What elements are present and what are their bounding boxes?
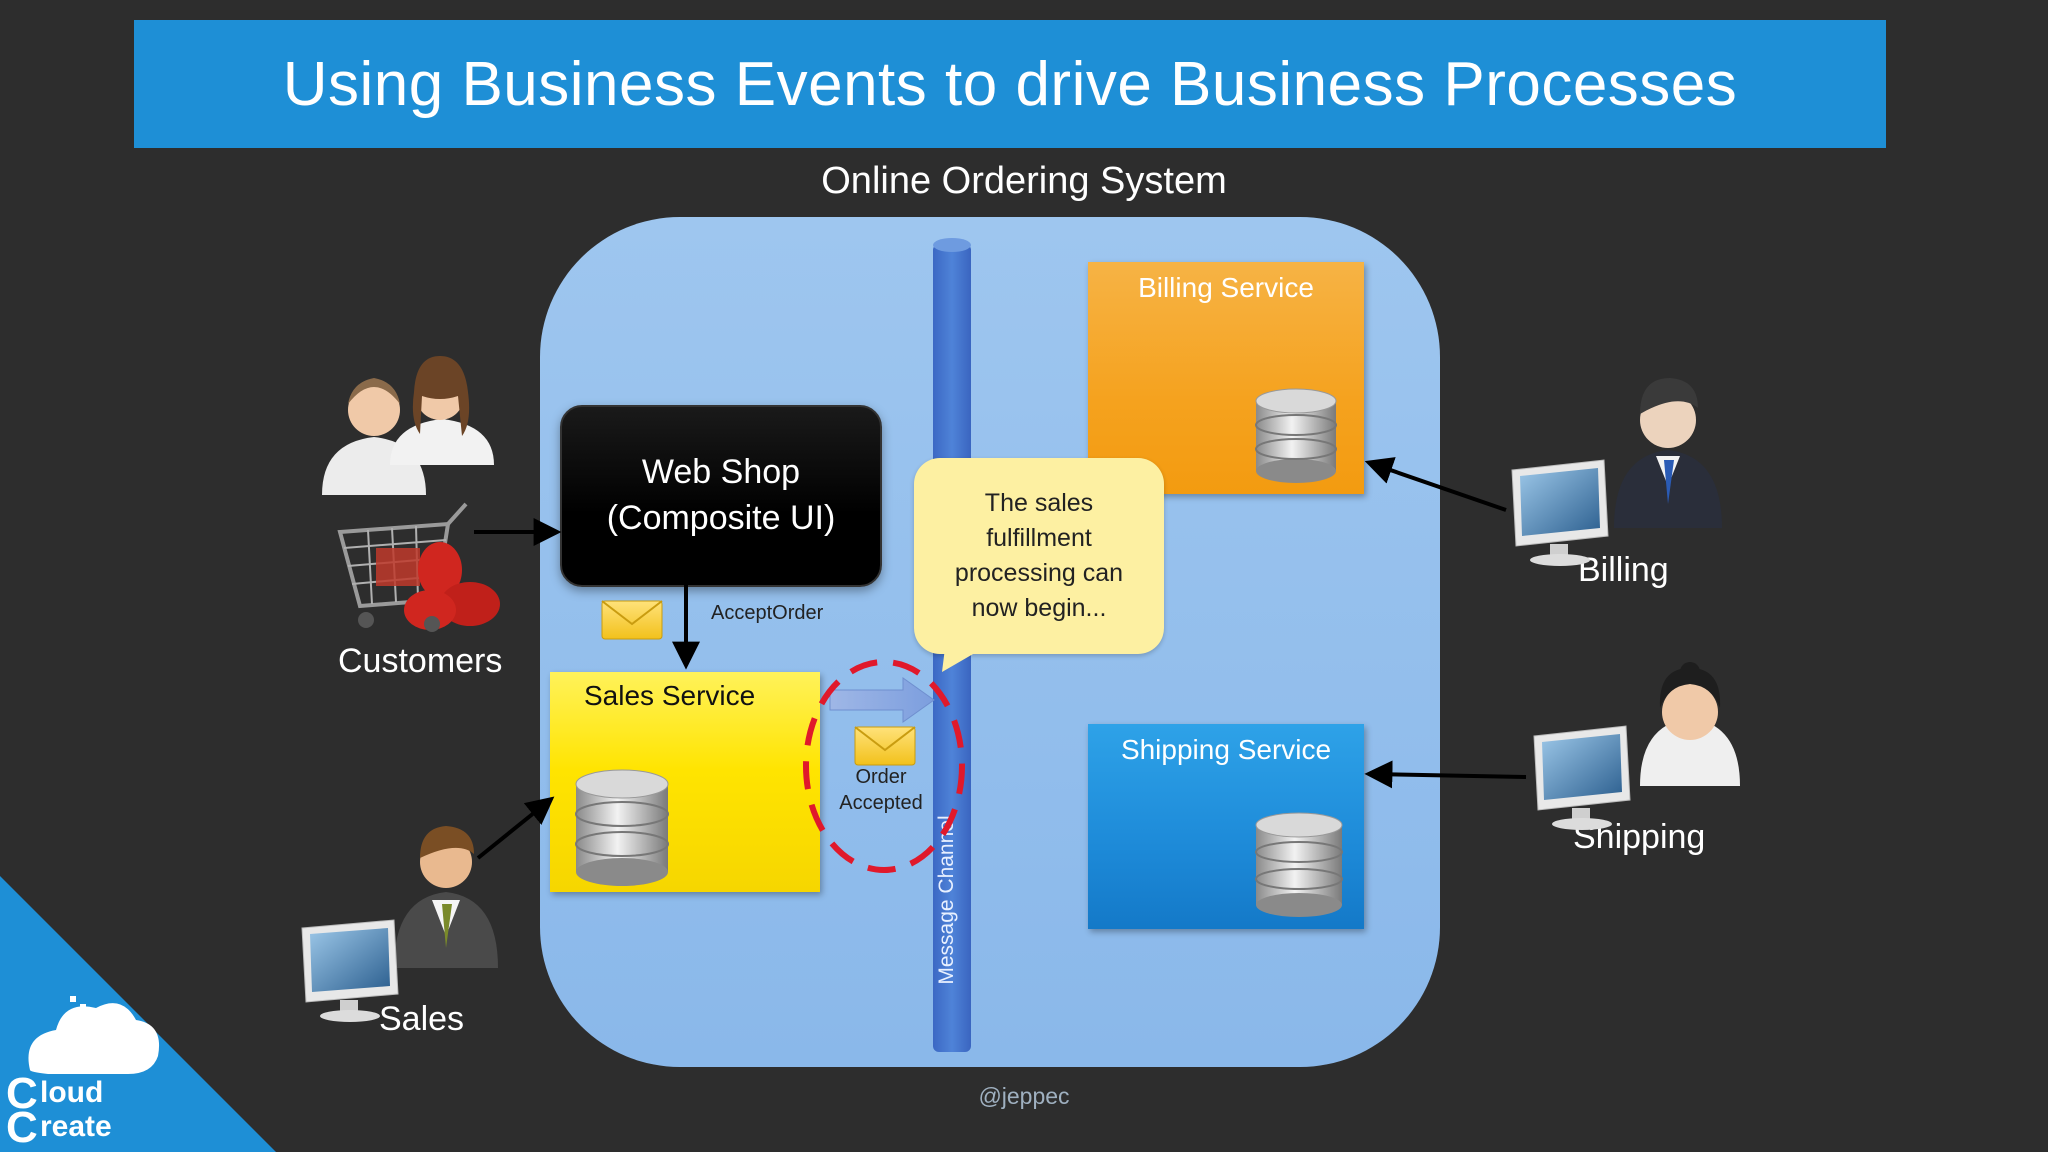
callout-tail bbox=[942, 640, 980, 672]
accept-order-label: AcceptOrder bbox=[711, 602, 824, 624]
footer-handle: @jeppec bbox=[978, 1083, 1070, 1109]
billing-service-label: Billing Service bbox=[1138, 272, 1314, 303]
billing-database-icon bbox=[1255, 388, 1337, 483]
accept-order-envelope-icon bbox=[601, 600, 663, 640]
diagram-subtitle: Online Ordering System bbox=[821, 160, 1227, 202]
shipping-service-label: Shipping Service bbox=[1120, 734, 1332, 765]
billing-person-icon bbox=[1614, 378, 1722, 528]
shopping-cart-icon bbox=[337, 502, 500, 632]
shipping-database-icon bbox=[1255, 812, 1343, 917]
billing-to-service-arrow bbox=[1364, 457, 1507, 512]
customers-label: Customers bbox=[338, 642, 503, 680]
corner-logo-triangle bbox=[0, 876, 276, 1152]
highlight-circle bbox=[803, 659, 965, 873]
title-bar: Using Business Events to drive Business … bbox=[134, 20, 1886, 148]
billing-monitor-icon bbox=[1511, 459, 1609, 566]
callout-text: The sales fulfillment processing can now… bbox=[954, 489, 1124, 622]
order-accepted-line1: Order bbox=[855, 766, 907, 788]
billing-label: Billing bbox=[1578, 551, 1669, 589]
web-shop-title: Web Shop bbox=[641, 453, 801, 492]
order-accepted-envelope-icon bbox=[854, 726, 916, 766]
order-accepted-line2: Accepted bbox=[839, 792, 923, 814]
logo-line2: reate bbox=[40, 1110, 112, 1143]
logo-c2-letter: C bbox=[6, 1103, 38, 1152]
order-accepted-label: Order Accepted bbox=[836, 764, 926, 816]
message-channel-cap bbox=[933, 238, 971, 252]
sales-monitor-icon bbox=[301, 919, 399, 1022]
sales-person-icon bbox=[394, 826, 498, 968]
publish-arrow bbox=[829, 677, 935, 723]
salesperson-to-sales-arrow bbox=[476, 796, 555, 860]
callout-bubble: The sales fulfillment processing can now… bbox=[914, 458, 1164, 654]
shipping-person-icon bbox=[1640, 662, 1740, 786]
web-shop-subtitle: (Composite UI) bbox=[606, 499, 836, 537]
logo-line1: loud bbox=[40, 1076, 104, 1109]
shipping-monitor-icon bbox=[1533, 725, 1631, 830]
sales-database-icon bbox=[575, 769, 669, 886]
sales-service-label: Sales Service bbox=[584, 680, 756, 711]
web-shop-box: Web Shop (Composite UI) bbox=[560, 405, 882, 587]
sales-label: Sales bbox=[379, 1000, 465, 1038]
shipping-to-service-arrow bbox=[1364, 760, 1527, 789]
customers-people-icon bbox=[322, 356, 494, 495]
cloud-logo-icon bbox=[28, 996, 160, 1074]
logo-c-letter: C bbox=[6, 1069, 38, 1118]
slide-title: Using Business Events to drive Business … bbox=[282, 49, 1738, 119]
